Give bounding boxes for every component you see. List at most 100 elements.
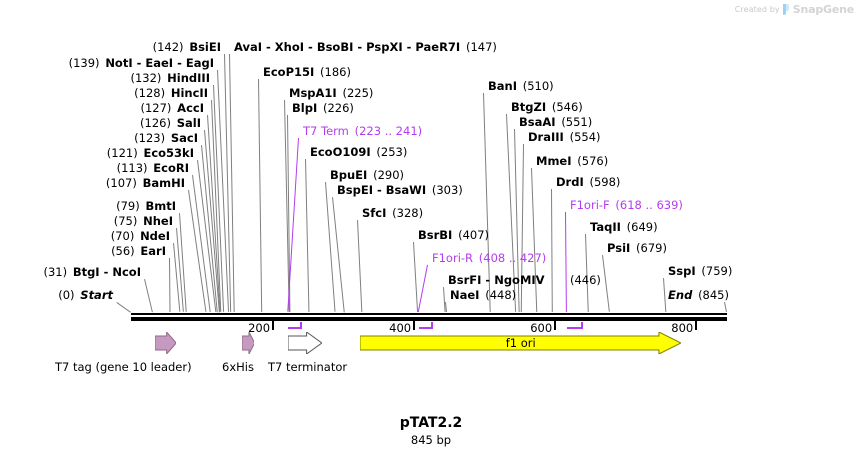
restriction-site-label-bspei[interactable]: BspEI - BsaWI (303) (337, 184, 463, 196)
leader-line-bsiei (224, 54, 232, 313)
leader-line-drdi (551, 189, 553, 313)
leader-line-bamhi (188, 190, 207, 313)
restriction-site-label-drdi[interactable]: DrdI (598) (556, 176, 620, 188)
restriction-site-label-draiii[interactable]: DraIII (554) (528, 131, 601, 143)
site-position: (649) (626, 220, 658, 234)
site-name: BsaAI (519, 115, 556, 129)
site-name: EarI (140, 244, 166, 258)
restriction-site-label-bsaai[interactable]: BsaAI (551) (519, 116, 592, 128)
site-name: HindIII (167, 71, 210, 85)
restriction-site-label-t7term[interactable]: T7 Term (223 .. 241) (303, 125, 422, 137)
feature-arrow-f1-ori[interactable] (359, 331, 683, 355)
primer-bar-f1ori-r[interactable] (418, 327, 433, 329)
site-name: HincII (170, 86, 208, 100)
restriction-site-label-bmti[interactable]: (79) BmtI (116, 200, 176, 212)
ruler-tick (554, 321, 557, 330)
leader-line-end (724, 302, 727, 313)
restriction-site-label-end[interactable]: End (845) (668, 289, 729, 301)
restriction-site-label-ecori[interactable]: (113) EcoRI (117, 162, 189, 174)
leader-line-bpuei (325, 182, 336, 313)
restriction-site-label-nhei[interactable]: (75) NheI (114, 215, 173, 227)
restriction-site-label-noti[interactable]: (139) NotI - EaeI - EagI (69, 57, 214, 69)
leader-line-hindiii (213, 85, 225, 313)
restriction-site-label-btgzi[interactable]: BtgZI (546) (511, 101, 583, 113)
ruler-tick (695, 321, 698, 330)
restriction-site-label-pos446[interactable]: (446) (570, 274, 601, 286)
leader-line-avai (229, 54, 235, 313)
feature-arrow-6xhis[interactable] (241, 331, 255, 355)
leader-line-bspei (332, 197, 345, 313)
restriction-site-label-mspa1i[interactable]: MspA1I (225) (289, 87, 373, 99)
ruler-tick-label: 800 (671, 321, 694, 335)
restriction-site-label-ndei[interactable]: (70) NdeI (111, 230, 170, 242)
site-name: F1ori-R (432, 251, 474, 265)
ruler-tick-label: 200 (248, 321, 271, 335)
site-name: T7 Term (303, 124, 349, 138)
restriction-site-label-psii[interactable]: PsiI (679) (607, 242, 667, 254)
restriction-site-label-f1orif[interactable]: F1ori-F (618 .. 639) (570, 199, 683, 211)
leader-line-f1orif (565, 212, 567, 313)
restriction-site-label-f1orir[interactable]: F1ori-R (408 .. 427) (432, 252, 546, 264)
leader-line-naei (445, 302, 447, 313)
restriction-site-label-hincii[interactable]: (128) HincII (134, 87, 208, 99)
restriction-site-label-avai[interactable]: AvaI - XhoI - BsoBI - PspXI - PaeR7I (14… (234, 41, 497, 53)
restriction-site-label-eari[interactable]: (56) EarI (111, 245, 166, 257)
site-name: BpuEI (330, 168, 368, 182)
site-position: (303) (431, 183, 463, 197)
restriction-site-label-sfci[interactable]: SfcI (328) (362, 207, 423, 219)
restriction-site-label-sspi[interactable]: SspI (759) (668, 265, 732, 277)
site-name: SacI (170, 131, 198, 145)
restriction-site-label-bsrfi[interactable]: BsrFI - NgoMIV (448, 274, 545, 286)
restriction-site-label-bpuei[interactable]: BpuEI (290) (330, 169, 404, 181)
watermark-brand-text: SnapGene (792, 3, 854, 16)
site-position: (31) (43, 265, 68, 279)
site-name: BsrBI (418, 228, 453, 242)
site-position: (446) (570, 273, 601, 287)
restriction-site-label-acci[interactable]: (127) AccI (140, 102, 204, 114)
restriction-site-label-hindiii[interactable]: (132) HindIII (130, 72, 210, 84)
page-subtitle: 845 bp (410, 433, 452, 447)
leader-line-eari (169, 258, 171, 313)
site-name: NdeI (140, 229, 170, 243)
leader-line-f1orir (417, 264, 428, 312)
restriction-site-label-btgi[interactable]: (31) BtgI - NcoI (43, 266, 141, 278)
site-position: (546) (551, 100, 583, 114)
feature-label-f1-ori: f1 ori (505, 336, 536, 350)
site-position: (139) (68, 56, 100, 70)
restriction-site-label-taqii[interactable]: TaqII (649) (590, 221, 658, 233)
restriction-site-label-sali[interactable]: (126) SalI (140, 117, 201, 129)
restriction-site-label-blpi[interactable]: BlpI (226) (292, 102, 354, 114)
site-name: BsiEI (189, 40, 221, 54)
restriction-site-label-ecop15i[interactable]: EcoP15I (186) (263, 66, 351, 78)
primer-stem-2 (580, 322, 583, 329)
site-position: (127) (140, 101, 172, 115)
leader-line-sspi (663, 278, 667, 313)
restriction-site-label-banI[interactable]: BanI (510) (488, 80, 554, 92)
ruler-baseline (131, 313, 727, 315)
restriction-site-label-eco53ki[interactable]: (121) Eco53kI (107, 147, 194, 159)
restriction-site-label-start[interactable]: (0) Start (58, 289, 113, 301)
feature-arrow-t7-tag-gene-10-leader-[interactable] (154, 330, 177, 356)
leader-line-bsrfi (443, 287, 446, 313)
restriction-site-label-mmei[interactable]: MmeI (576) (536, 155, 608, 167)
leader-line-sfci (357, 220, 363, 313)
restriction-site-label-bsrbi[interactable]: BsrBI (407) (418, 229, 489, 241)
leader-line-btgi (144, 279, 153, 313)
site-name: BtgI - NcoI (72, 265, 141, 279)
restriction-site-label-saci[interactable]: (123) SacI (134, 132, 198, 144)
leader-line-eco53ki (197, 160, 217, 313)
restriction-site-label-bsiei[interactable]: (142) BsiEI (153, 41, 221, 53)
leader-line-sali (204, 130, 220, 313)
restriction-site-label-ecoo109i[interactable]: EcoO109I (253) (310, 146, 407, 158)
site-position: (56) (111, 244, 135, 258)
leader-line-start (116, 302, 131, 313)
feature-arrow-t7-terminator[interactable] (287, 331, 323, 355)
restriction-site-label-naei[interactable]: NaeI (448) (450, 289, 516, 301)
restriction-site-label-bamhi[interactable]: (107) BamHI (106, 177, 185, 189)
primer-bar-t7-term[interactable] (288, 327, 303, 329)
primer-bar-f1ori-f[interactable] (566, 327, 582, 329)
site-position: (448) (485, 288, 517, 302)
ruler-tick-label: 600 (530, 321, 553, 335)
snapgene-watermark: Created by SnapGene (735, 3, 854, 16)
